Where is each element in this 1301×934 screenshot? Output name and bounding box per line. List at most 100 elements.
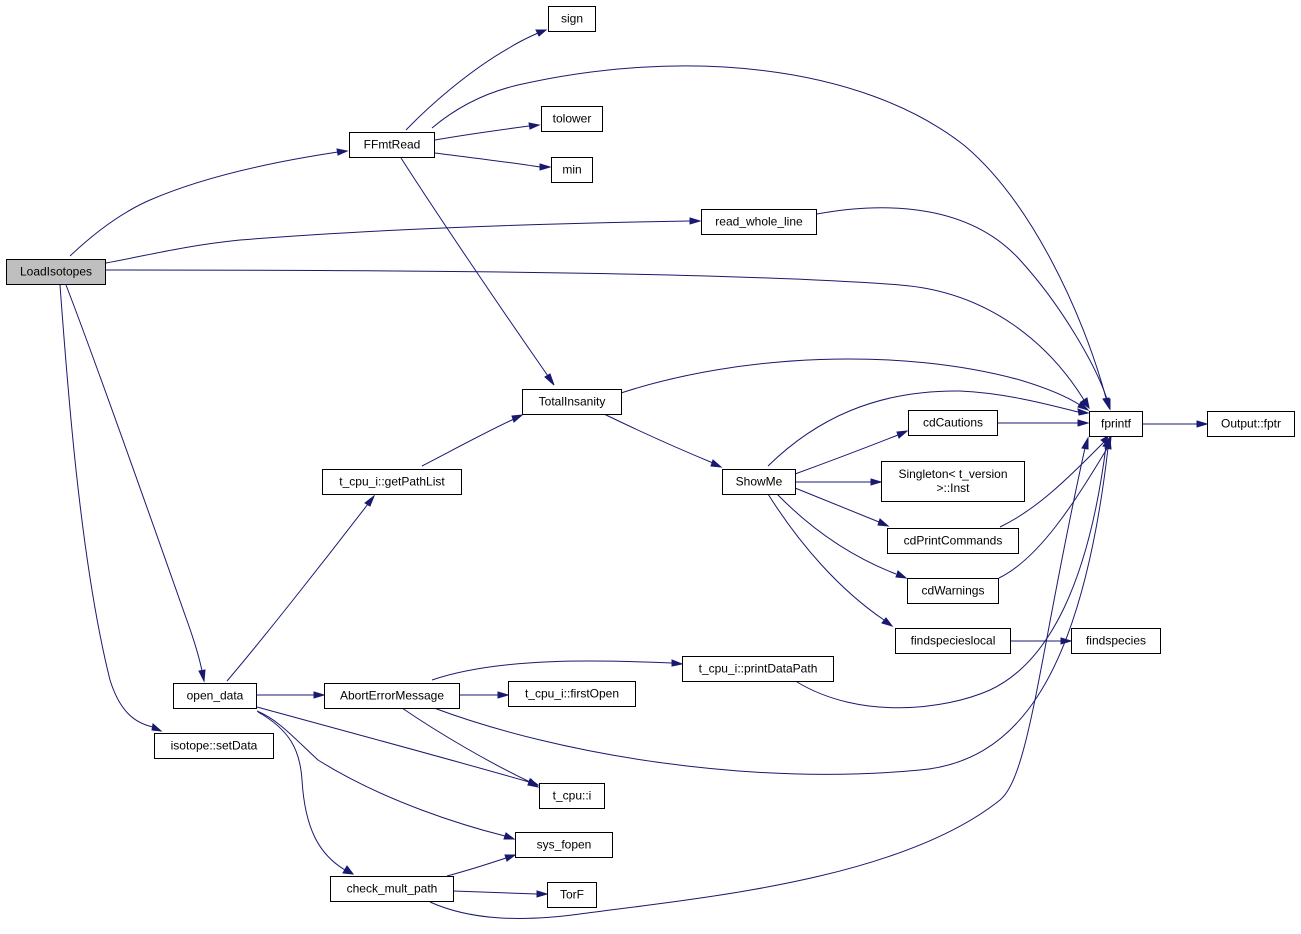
node-check_mult_path[interactable]: check_mult_path bbox=[330, 876, 454, 902]
node-cdWarnings[interactable]: cdWarnings bbox=[907, 578, 999, 604]
node-t_cpu_i_printDataPath[interactable]: t_cpu_i::printDataPath bbox=[682, 656, 834, 682]
edge-line bbox=[256, 706, 530, 783]
node-isotope_setData[interactable]: isotope::setData bbox=[154, 733, 274, 759]
edge-line bbox=[105, 269, 1085, 401]
node-box[interactable] bbox=[515, 832, 613, 858]
node-Output_fptr[interactable]: Output::fptr bbox=[1207, 411, 1295, 437]
node-label: open_data bbox=[187, 689, 244, 703]
edge-line bbox=[431, 65, 1107, 399]
edge-line bbox=[794, 487, 880, 523]
node-box[interactable] bbox=[548, 6, 596, 32]
node-t_cpu_i_firstOpen[interactable]: t_cpu_i::firstOpen bbox=[508, 681, 636, 707]
node-sys_fopen[interactable]: sys_fopen bbox=[515, 832, 613, 858]
edge-arrowhead bbox=[881, 617, 894, 627]
edge-ShowMe-to-Singleton_Inst bbox=[795, 478, 883, 486]
node-label: t_cpu::i bbox=[553, 789, 592, 803]
node-fprintf[interactable]: fprintf bbox=[1089, 411, 1143, 437]
edge-cdWarnings-to-fprintf bbox=[998, 436, 1112, 579]
edges-layer bbox=[59, 29, 1209, 919]
node-label: findspecies bbox=[1086, 634, 1146, 648]
node-read_whole_line[interactable]: read_whole_line bbox=[701, 209, 817, 235]
node-t_cpu_i[interactable]: t_cpu::i bbox=[539, 783, 605, 809]
node-AbortErrorMessage[interactable]: AbortErrorMessage bbox=[324, 683, 460, 709]
node-label: t_cpu_i::getPathList bbox=[339, 475, 445, 489]
node-box[interactable] bbox=[908, 410, 998, 436]
node-box[interactable] bbox=[701, 209, 817, 235]
edge-line bbox=[999, 441, 1105, 528]
edge-arrowhead bbox=[528, 122, 541, 130]
edge-line bbox=[105, 220, 691, 264]
node-box[interactable] bbox=[324, 683, 460, 709]
node-label: cdPrintCommands bbox=[904, 534, 1003, 548]
node-tolower[interactable]: tolower bbox=[541, 106, 603, 132]
node-findspecies[interactable]: findspecies bbox=[1071, 628, 1161, 654]
node-box[interactable] bbox=[522, 389, 622, 415]
node-TorF[interactable]: TorF bbox=[547, 882, 597, 908]
node-box[interactable] bbox=[508, 681, 636, 707]
edge-line bbox=[767, 493, 885, 621]
edge-line bbox=[401, 707, 531, 783]
node-label: >::Inst bbox=[936, 481, 970, 495]
edge-arrowhead bbox=[364, 494, 376, 507]
node-FFmtRead[interactable]: FFmtRead bbox=[349, 132, 435, 158]
node-box[interactable] bbox=[551, 157, 593, 183]
edge-ShowMe-to-fprintf bbox=[767, 390, 1090, 467]
edge-FFmtRead-to-min bbox=[434, 152, 552, 171]
node-box[interactable] bbox=[330, 876, 454, 902]
node-box[interactable] bbox=[154, 733, 274, 759]
node-label: fprintf bbox=[1101, 417, 1132, 431]
edge-ShowMe-to-findspecieslocal bbox=[767, 493, 894, 627]
node-label: cdWarnings bbox=[922, 584, 985, 598]
edge-t_cpu_i_getPathList-to-TotalInsanity bbox=[421, 414, 524, 467]
node-box[interactable] bbox=[547, 882, 597, 908]
node-box[interactable] bbox=[6, 259, 106, 285]
node-label: isotope::setData bbox=[171, 739, 258, 753]
node-ShowMe[interactable]: ShowMe bbox=[722, 469, 796, 495]
edge-line bbox=[433, 447, 1109, 775]
edge-arrowhead bbox=[1081, 436, 1089, 450]
edge-fprintf-to-Output_fptr bbox=[1142, 420, 1209, 428]
edge-FFmtRead-to-sign bbox=[405, 29, 548, 131]
edge-ShowMe-to-cdWarnings bbox=[776, 493, 908, 579]
node-min[interactable]: min bbox=[551, 157, 593, 183]
node-open_data[interactable]: open_data bbox=[173, 683, 257, 709]
node-LoadIsotopes[interactable]: LoadIsotopes bbox=[6, 259, 106, 285]
node-box[interactable] bbox=[1089, 411, 1143, 437]
node-TotalInsanity[interactable]: TotalInsanity bbox=[522, 389, 622, 415]
node-cdPrintCommands[interactable]: cdPrintCommands bbox=[887, 528, 1019, 554]
node-box[interactable] bbox=[881, 461, 1025, 502]
edge-TotalInsanity-to-fprintf bbox=[620, 358, 1090, 411]
node-label: sys_fopen bbox=[537, 838, 592, 852]
node-findspecieslocal[interactable]: findspecieslocal bbox=[895, 628, 1011, 654]
node-box[interactable] bbox=[907, 578, 999, 604]
node-box[interactable] bbox=[541, 106, 603, 132]
edge-arrowhead bbox=[497, 691, 510, 699]
node-box[interactable] bbox=[887, 528, 1019, 554]
edge-arrowhead bbox=[511, 414, 524, 423]
node-box[interactable] bbox=[539, 783, 605, 809]
edge-line bbox=[405, 32, 539, 131]
node-label: ShowMe bbox=[736, 475, 783, 489]
node-box[interactable] bbox=[322, 469, 462, 495]
node-box[interactable] bbox=[1207, 411, 1295, 437]
node-box[interactable] bbox=[173, 683, 257, 709]
node-Singleton_Inst[interactable]: Singleton< t_version>::Inst bbox=[881, 461, 1025, 502]
edge-LoadIsotopes-to-fprintf bbox=[105, 269, 1090, 410]
node-box[interactable] bbox=[1071, 628, 1161, 654]
node-box[interactable] bbox=[682, 656, 834, 682]
node-box[interactable] bbox=[895, 628, 1011, 654]
node-sign[interactable]: sign bbox=[548, 6, 596, 32]
node-box[interactable] bbox=[722, 469, 796, 495]
edge-line bbox=[429, 447, 1086, 919]
edge-arrowhead bbox=[689, 217, 702, 225]
node-label: t_cpu_i::printDataPath bbox=[699, 662, 818, 676]
edge-TotalInsanity-to-ShowMe bbox=[603, 413, 723, 468]
edge-AbortErrorMessage-to-fprintf bbox=[433, 436, 1112, 775]
node-t_cpu_i_getPathList[interactable]: t_cpu_i::getPathList bbox=[322, 469, 462, 495]
node-label: sign bbox=[561, 12, 583, 26]
edge-AbortErrorMessage-to-t_cpu_i_printDataPath bbox=[431, 659, 684, 681]
edge-findspecieslocal-to-findspecies bbox=[1011, 637, 1073, 645]
node-label: TotalInsanity bbox=[539, 395, 606, 409]
node-cdCautions[interactable]: cdCautions bbox=[908, 410, 998, 436]
node-box[interactable] bbox=[349, 132, 435, 158]
